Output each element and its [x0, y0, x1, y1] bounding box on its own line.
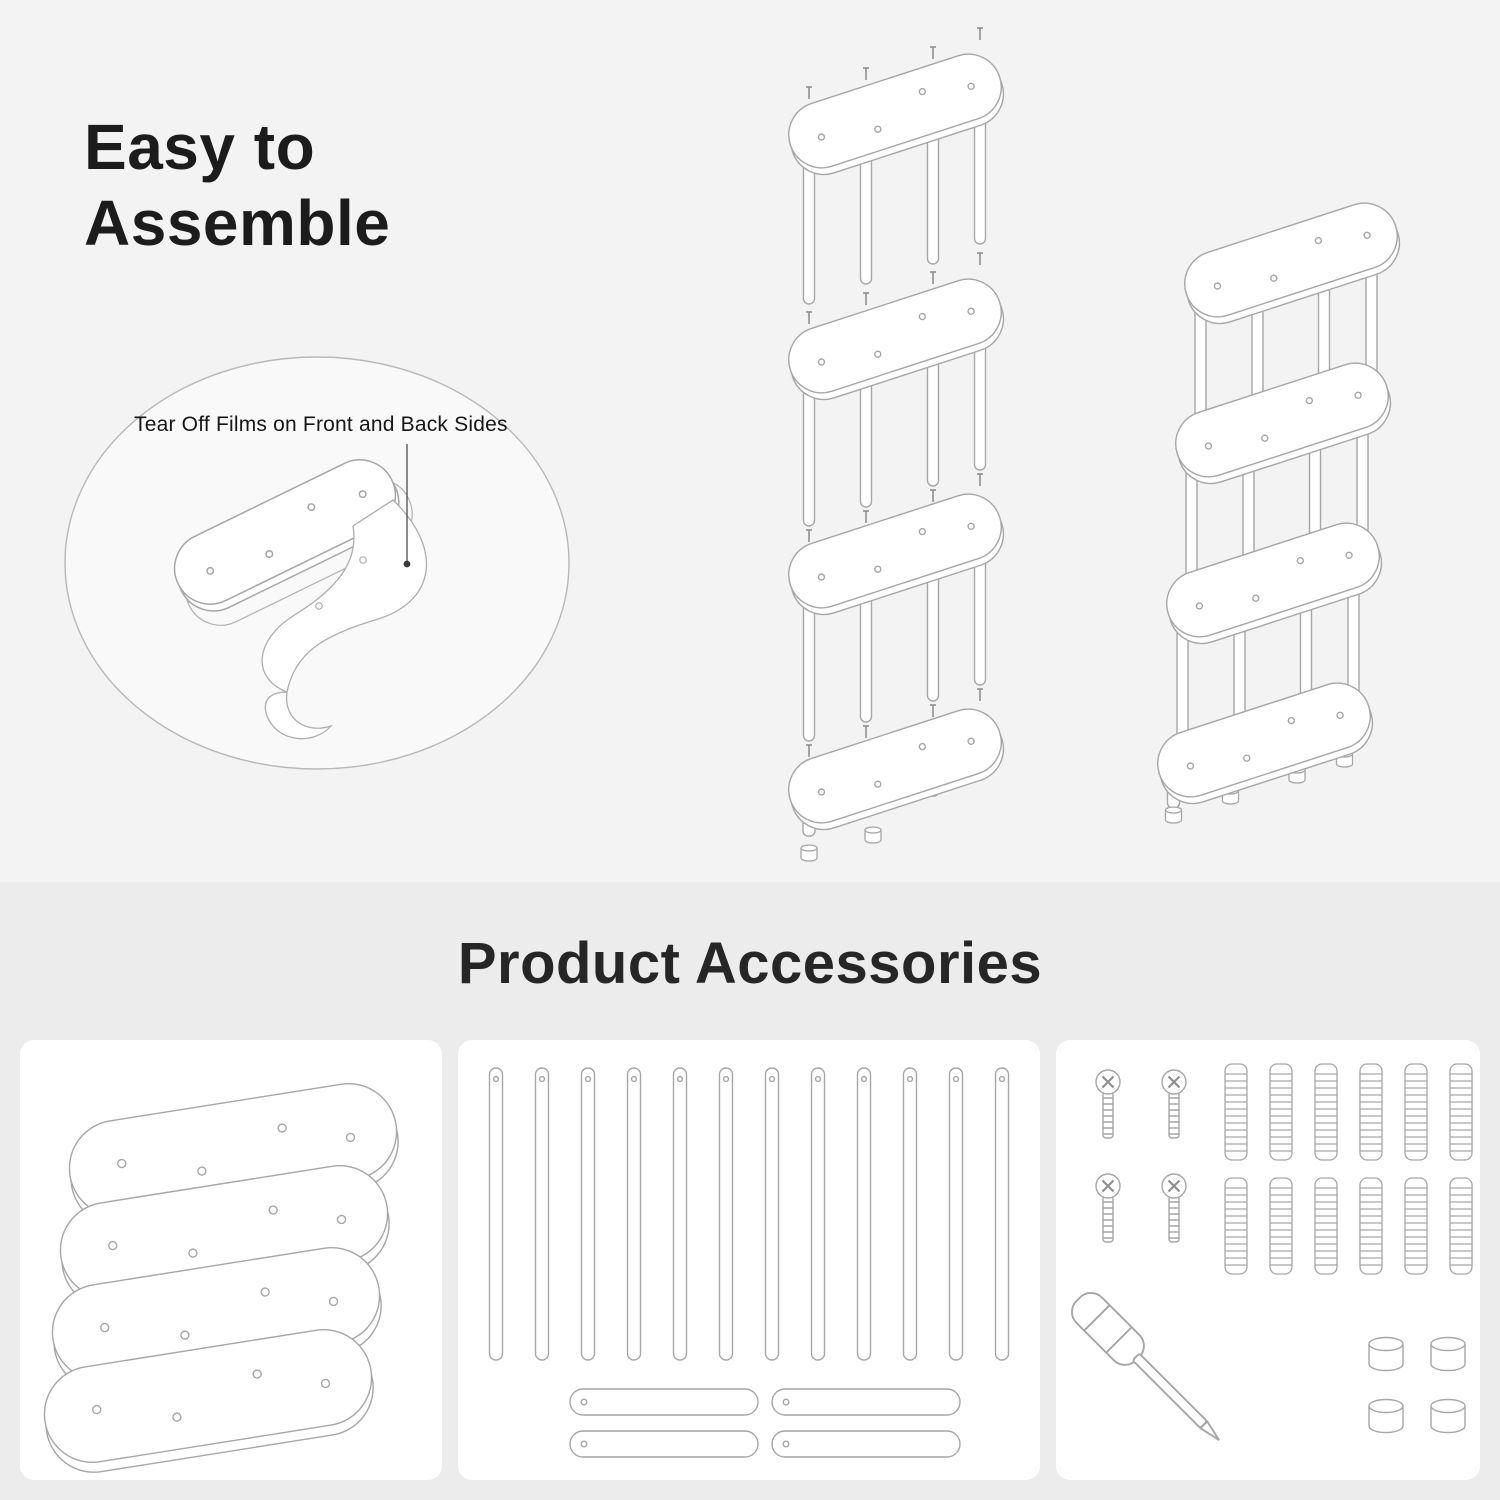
threaded-connectors-group: [1224, 1063, 1473, 1275]
callout-leader-dot: [403, 560, 411, 568]
hardware-panel: [1056, 1040, 1480, 1480]
heading-line-2: Assemble: [84, 186, 391, 259]
exploded-shelf-drawing: [779, 27, 1013, 862]
film-curl: [264, 691, 334, 740]
short-legs: [569, 1388, 961, 1458]
screwdriver-drawing: [1064, 1285, 1233, 1454]
film-hole: [359, 556, 367, 564]
heading-line-1: Easy to: [84, 111, 316, 183]
support-poles-drawing: [488, 1067, 1010, 1458]
assemble-section: Easy to Assemble Tear Off Films on Front…: [0, 0, 1500, 882]
foot-caps-group: [1368, 1336, 1466, 1434]
long-poles: [488, 1067, 1010, 1361]
film-hole: [315, 602, 323, 610]
film-callout-label: Tear Off Films on Front and Back Sides: [134, 413, 508, 436]
film-detail-drawing: [64, 356, 570, 770]
screws-group: [1094, 1068, 1188, 1244]
assembled-shelf-drawing: [1148, 193, 1409, 824]
accessories-heading: Product Accessories: [457, 931, 1043, 996]
exploded-poles: [802, 93, 987, 742]
shelf-boards-drawing: [36, 1076, 406, 1480]
shelf-boards-panel: [20, 1040, 442, 1480]
hardware-drawing: [1064, 1063, 1473, 1454]
easy-to-assemble-heading: Easy to Assemble: [84, 110, 390, 261]
support-poles-panel: [458, 1040, 1040, 1480]
